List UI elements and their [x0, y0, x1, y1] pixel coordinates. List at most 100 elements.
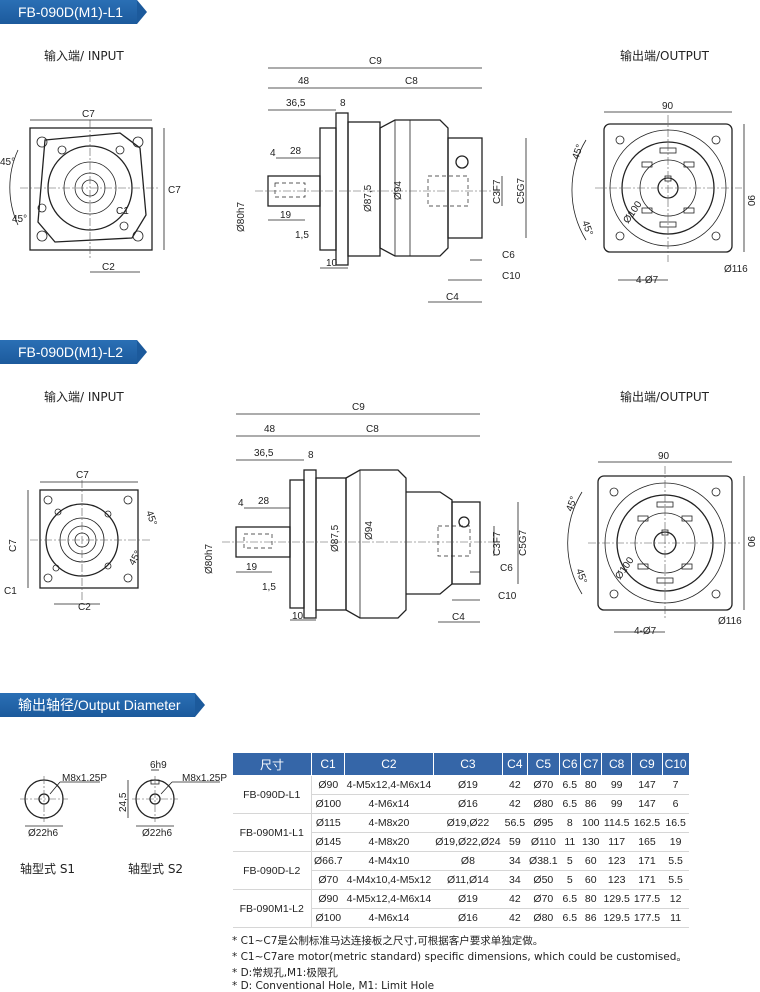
- table-cell: 34: [502, 851, 528, 871]
- dim-36: 36,5: [286, 98, 306, 109]
- angle-45-l2-b: 45°: [127, 549, 144, 568]
- model-cell: FB-090D-L1: [232, 775, 312, 814]
- table-header-cell: C9: [631, 752, 663, 776]
- table-cell: 162.5: [631, 813, 663, 833]
- model-cell: FB-090M1-L1: [232, 813, 312, 852]
- table-cell: Ø66.7: [311, 851, 345, 871]
- table-cell: Ø19: [433, 775, 503, 795]
- dim-10: 10: [326, 258, 338, 269]
- dim-d116: Ø116: [724, 264, 748, 275]
- table-cell: Ø115: [311, 813, 345, 833]
- table-cell: 6.5: [559, 794, 580, 814]
- table-cell: 7: [662, 775, 690, 795]
- table-cell: Ø95: [527, 813, 560, 833]
- table-cell: 56.5: [502, 813, 528, 833]
- table-cell: 123: [601, 870, 632, 890]
- l2-output-view: 90 90 Ø100 Ø116 4-Ø7 45° 45°: [564, 451, 756, 637]
- dim-d875: Ø87,5: [363, 184, 374, 212]
- dim-c4: C4: [446, 292, 459, 303]
- table-cell: 177.5: [631, 908, 663, 928]
- table-cell: 6: [662, 794, 690, 814]
- table-cell: Ø145: [311, 832, 345, 852]
- shaft-s1-drawing: M8x1.25P Ø22h6: [20, 773, 107, 839]
- table-cell: 99: [601, 794, 632, 814]
- table-cell: 6.5: [559, 775, 580, 795]
- dim-90-side-l2: 90: [745, 536, 756, 548]
- dim-28-l2: 28: [258, 496, 270, 507]
- dim-28: 28: [290, 146, 302, 157]
- s2-key-height: 24,5: [118, 792, 129, 812]
- table-cell: 117: [601, 832, 632, 852]
- dim-48-l2: 48: [264, 424, 276, 435]
- table-cell: 4-M4x10,4-M5x12: [344, 870, 434, 890]
- s2-thread: M8x1.25P: [182, 773, 227, 784]
- table-cell: 11: [662, 908, 690, 928]
- dim-90-side: 90: [745, 195, 756, 207]
- l2-input-view: C7 C7 C2 C1 45° 45°: [4, 470, 159, 613]
- table-cell: 86: [580, 908, 602, 928]
- dim-8: 8: [340, 98, 346, 109]
- table-header-cell: C8: [601, 752, 633, 776]
- dim-c8-l2: C8: [366, 424, 379, 435]
- dim-c10-l2: C10: [498, 591, 517, 602]
- angle-45-b: 45°: [12, 214, 27, 225]
- angle-45-l2-a: 45°: [143, 509, 159, 527]
- dim-36-l2: 36,5: [254, 448, 274, 459]
- dim-c9: C9: [369, 56, 382, 67]
- table-header-cell: C10: [661, 752, 690, 776]
- table-header-cell: C5: [526, 752, 561, 776]
- table-cell: 165: [631, 832, 663, 852]
- table-cell: 42: [502, 908, 528, 928]
- table-cell: 4-M8x20: [344, 832, 434, 852]
- table-cell: 42: [502, 889, 528, 909]
- l1-input-view: C7 C7 C2 C1 45° 45°: [0, 109, 181, 273]
- table-cell: Ø70: [527, 889, 560, 909]
- dim-c10: C10: [502, 271, 521, 282]
- dim-c7-top-l2: C7: [76, 470, 89, 481]
- output-label-l2: 输出端/OUTPUT: [620, 390, 709, 404]
- table-cell: 42: [502, 775, 528, 795]
- table-cell: Ø19: [433, 889, 503, 909]
- shaft-s1-label: 轴型式 S1: [20, 862, 76, 876]
- table-cell: Ø70: [527, 775, 560, 795]
- table-cell: 129.5: [601, 889, 632, 909]
- table-cell: Ø100: [311, 794, 345, 814]
- table-cell: Ø80: [527, 794, 560, 814]
- table-cell: 6.5: [559, 908, 580, 928]
- table-cell: 4-M5x12,4-M6x14: [344, 775, 434, 795]
- dim-c9-l2: C9: [352, 402, 365, 413]
- table-cell: Ø50: [527, 870, 560, 890]
- model-cell: FB-090D-L2: [232, 851, 312, 890]
- table-cell: Ø19,Ø22,Ø24: [433, 832, 503, 852]
- dim-c2: C2: [102, 262, 115, 273]
- table-cell: 11: [559, 832, 580, 852]
- input-label-l2: 输入端/ INPUT: [44, 390, 124, 404]
- dim-90-top-l2: 90: [658, 451, 670, 462]
- table-header-cell: C4: [502, 752, 528, 776]
- dim-90-top: 90: [662, 101, 674, 112]
- dim-c6-l2: C6: [500, 563, 513, 574]
- shaft-s2-label: 轴型式 S2: [128, 862, 184, 876]
- dim-c1: C1: [116, 206, 129, 217]
- dim-10-l2: 10: [292, 611, 304, 622]
- angle-45-a: 45°: [0, 157, 15, 168]
- table-cell: 19: [662, 832, 690, 852]
- dim-19: 19: [280, 210, 292, 221]
- dim-c2-l2: C2: [78, 602, 91, 613]
- angle-45-out-l2-a: 45°: [564, 495, 580, 513]
- table-cell: 171: [631, 851, 663, 871]
- dim-c4-l2: C4: [452, 612, 465, 623]
- table-cell: Ø100: [311, 908, 345, 928]
- dim-d94-l2: Ø94: [364, 521, 375, 540]
- table-cell: 129.5: [601, 908, 632, 928]
- dim-8-l2: 8: [308, 450, 314, 461]
- dim-c3: C3F7: [492, 179, 503, 204]
- dim-4-7: 4-Ø7: [636, 275, 659, 286]
- table-cell: 177.5: [631, 889, 663, 909]
- input-label-l1: 输入端/ INPUT: [44, 49, 124, 63]
